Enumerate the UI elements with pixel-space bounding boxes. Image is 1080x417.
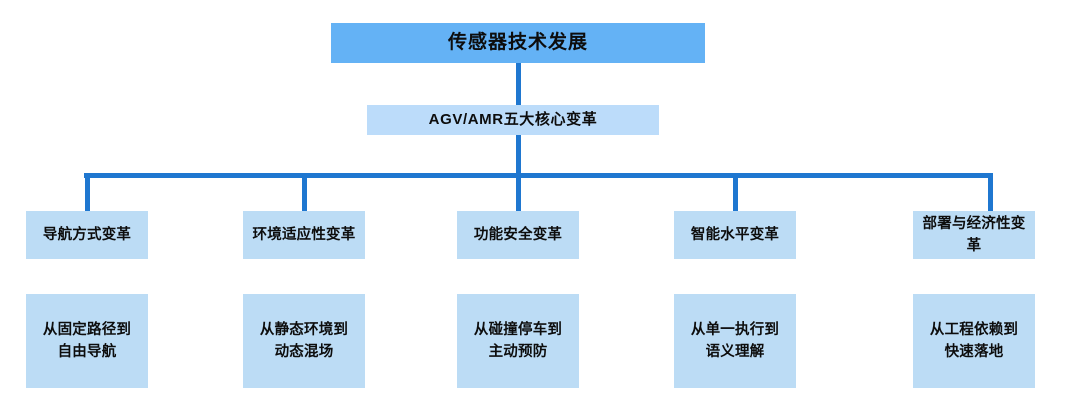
root-node-label: 传感器技术发展 xyxy=(447,32,588,54)
detail-node-1-label: 从固定路径到自由导航 xyxy=(42,321,132,360)
category-node-3[interactable]: 功能安全变革 xyxy=(457,211,579,259)
detail-node-5[interactable]: 从工程依赖到快速落地 xyxy=(913,294,1035,388)
root-node[interactable]: 传感器技术发展 xyxy=(331,23,705,63)
detail-node-2[interactable]: 从静态环境到动态混场 xyxy=(243,294,365,388)
detail-node-5-label: 从工程依赖到快速落地 xyxy=(929,321,1019,360)
connector-level2-to-spine xyxy=(516,135,521,178)
connector-drop-3 xyxy=(516,176,521,211)
detail-node-4-label: 从单一执行到语义理解 xyxy=(690,321,780,360)
connector-horizontal-spine xyxy=(84,173,993,178)
level2-node[interactable]: AGV/AMR五大核心变革 xyxy=(367,105,659,135)
connector-root-to-level2 xyxy=(516,63,521,105)
category-node-4-label: 智能水平变革 xyxy=(690,226,780,243)
category-node-5-label: 部署与经济性变革 xyxy=(922,215,1026,254)
detail-node-1[interactable]: 从固定路径到自由导航 xyxy=(26,294,148,388)
category-node-1-label: 导航方式变革 xyxy=(42,226,132,243)
detail-node-4[interactable]: 从单一执行到语义理解 xyxy=(674,294,796,388)
detail-node-3[interactable]: 从碰撞停车到主动预防 xyxy=(457,294,579,388)
connector-drop-2 xyxy=(302,176,307,211)
category-node-4[interactable]: 智能水平变革 xyxy=(674,211,796,259)
category-node-3-label: 功能安全变革 xyxy=(473,226,563,243)
connector-drop-4 xyxy=(733,176,738,211)
level2-node-label: AGV/AMR五大核心变革 xyxy=(428,111,598,129)
connector-drop-1 xyxy=(85,176,90,211)
connector-drop-5 xyxy=(988,176,993,211)
detail-node-3-label: 从碰撞停车到主动预防 xyxy=(473,321,563,360)
category-node-2-label: 环境适应性变革 xyxy=(252,226,356,243)
category-node-2[interactable]: 环境适应性变革 xyxy=(243,211,365,259)
category-node-5[interactable]: 部署与经济性变革 xyxy=(913,211,1035,259)
category-node-1[interactable]: 导航方式变革 xyxy=(26,211,148,259)
detail-node-2-label: 从静态环境到动态混场 xyxy=(259,321,349,360)
